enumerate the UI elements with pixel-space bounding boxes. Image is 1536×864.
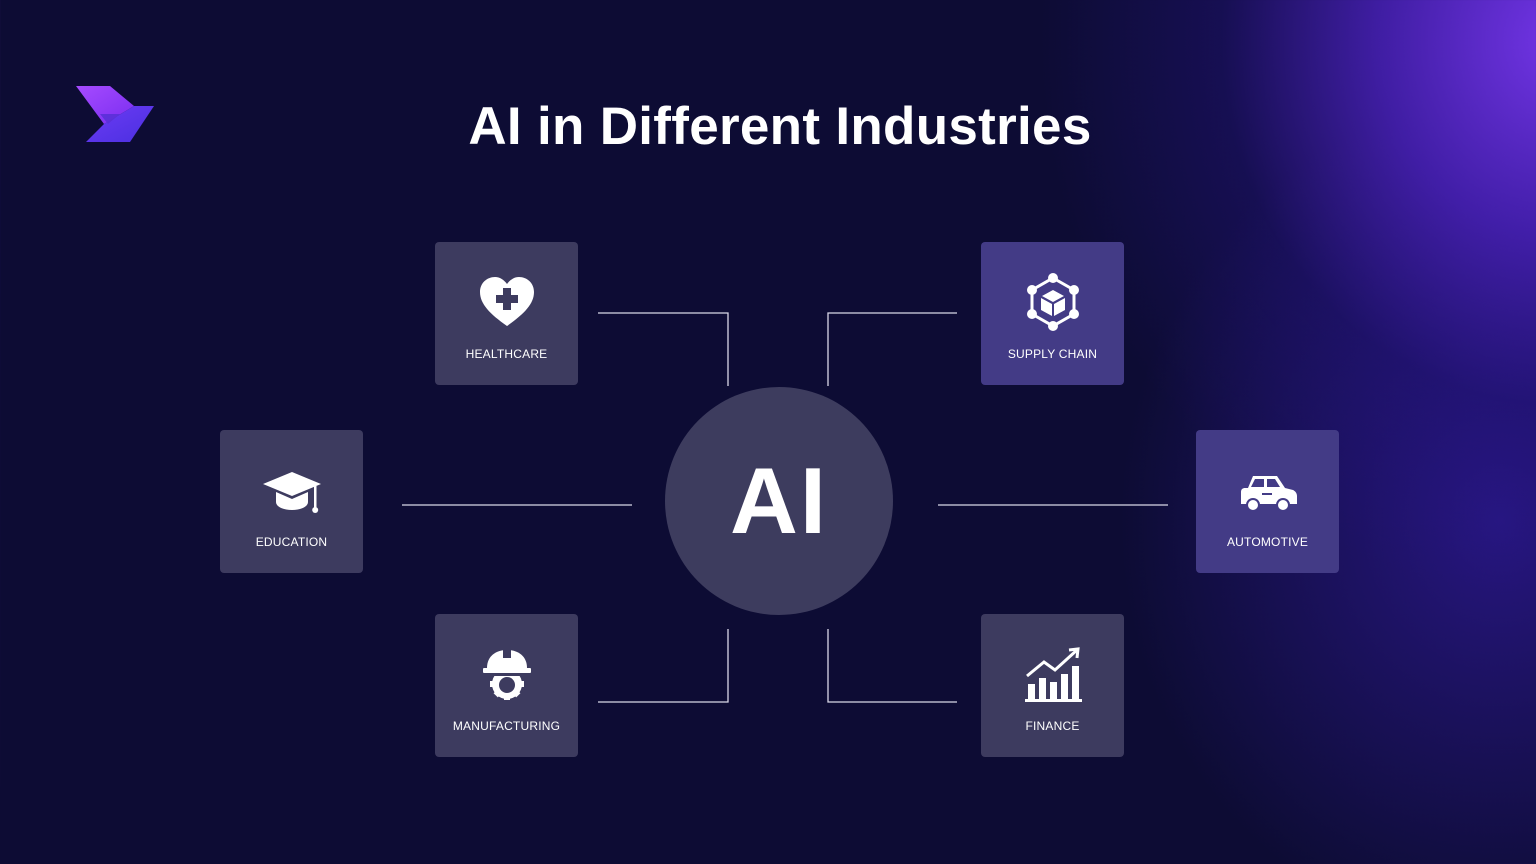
ai-hub-label: AI bbox=[730, 448, 828, 553]
card-label-finance: FINANCE bbox=[1025, 719, 1080, 733]
brand-logo bbox=[76, 86, 154, 142]
card-label-manufacturing: MANUFACTURING bbox=[452, 719, 561, 733]
connector-healthcare bbox=[598, 312, 729, 386]
page-title: AI in Different Industries bbox=[468, 97, 1092, 156]
connector-supply-chain bbox=[827, 312, 957, 386]
card-label-education: EDUCATION bbox=[255, 535, 328, 549]
card-manufacturing[interactable]: MANUFACTURING bbox=[435, 614, 578, 757]
card-supply-chain[interactable]: SUPPLY CHAIN bbox=[981, 242, 1124, 385]
heart-plus-icon bbox=[480, 277, 534, 326]
bar-chart-growth-icon bbox=[1025, 647, 1082, 702]
card-label-automotive: AUTOMOTIVE bbox=[1226, 535, 1309, 549]
card-label-supply-chain: SUPPLY CHAIN bbox=[1007, 347, 1098, 361]
ai-hub: AI bbox=[665, 387, 893, 615]
card-label-healthcare: HEALTHCARE bbox=[465, 347, 548, 361]
card-automotive[interactable]: AUTOMOTIVE bbox=[1196, 430, 1339, 573]
car-icon bbox=[1241, 476, 1297, 512]
connector-manufacturing bbox=[598, 629, 729, 703]
card-healthcare[interactable]: HEALTHCARE bbox=[435, 242, 578, 385]
hardhat-gear-icon bbox=[482, 648, 532, 700]
network-cube-icon bbox=[1027, 273, 1079, 331]
connector-finance bbox=[827, 629, 957, 703]
card-education[interactable]: EDUCATION bbox=[220, 430, 363, 573]
card-finance[interactable]: FINANCE bbox=[981, 614, 1124, 757]
graduation-cap-icon bbox=[263, 472, 321, 513]
